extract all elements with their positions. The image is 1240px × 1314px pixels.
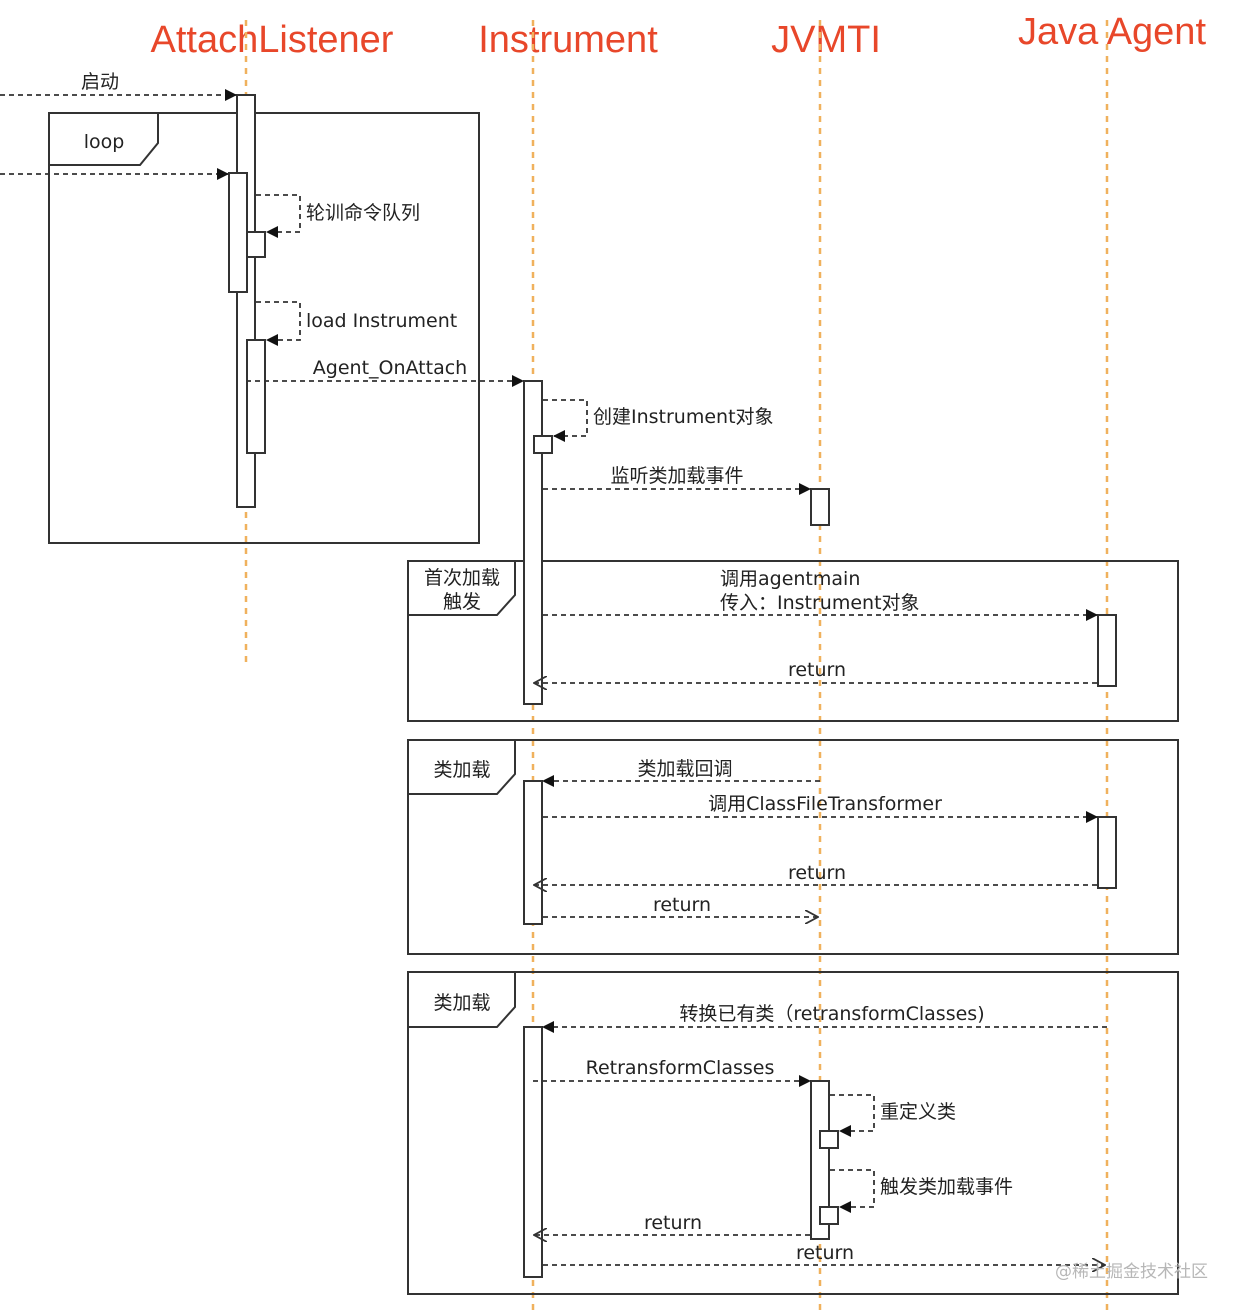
- message-call-transformer-label: 调用ClassFileTransformer: [708, 793, 942, 815]
- message-start-label: 启动: [81, 71, 119, 93]
- activation-instrument-callback: [523, 780, 543, 925]
- frame-class-load-2-label: 类加载: [433, 992, 490, 1014]
- message-poll-queue-label: 轮训命令队列: [306, 202, 420, 224]
- participant-java-agent: Java Agent: [1018, 11, 1206, 53]
- participant-instrument: Instrument: [478, 19, 658, 61]
- message-return-5: return: [543, 1242, 1105, 1265]
- message-return-4: return: [534, 1212, 810, 1235]
- message-redefine-class: 重定义类: [830, 1094, 956, 1137]
- message-retransform-classes-label: RetransformClasses: [586, 1057, 775, 1079]
- frame-class-load-1-label: 类加载: [433, 759, 490, 781]
- participant-jvmti: JVMTI: [771, 19, 881, 61]
- frame-first-load-label-2: 触发: [443, 591, 481, 613]
- frame-loop-label: loop: [84, 131, 125, 153]
- message-create-instrument: 创建Instrument对象: [543, 399, 774, 442]
- message-return-5-label: return: [796, 1242, 854, 1264]
- message-class-load-callback: 类加载回调: [542, 758, 820, 787]
- message-call-agentmain-label-2: 传入：Instrument对象: [720, 592, 920, 614]
- message-return-1: return: [534, 659, 1097, 683]
- message-call-agentmain: 调用agentmain 传入：Instrument对象: [543, 568, 1098, 621]
- frame-first-load: 首次加载 触发: [407, 560, 1179, 722]
- message-return-3: return: [543, 894, 818, 917]
- message-call-agentmain-label-1: 调用agentmain: [720, 568, 860, 590]
- message-return-1-label: return: [788, 659, 846, 681]
- message-trigger-class-load: 触发类加载事件: [830, 1169, 1013, 1213]
- frame-class-load-2: 类加载: [407, 971, 1179, 1295]
- activation-jvmti-redefine: [819, 1130, 839, 1149]
- frame-loop: loop: [48, 112, 480, 544]
- message-trigger-class-load-label: 触发类加载事件: [880, 1176, 1013, 1198]
- message-return-2-label: return: [788, 862, 846, 884]
- activation-agent-agentmain: [1097, 614, 1117, 687]
- frame-first-load-label-1: 首次加载: [424, 567, 500, 589]
- participant-attachlistener: AttachListener: [151, 19, 394, 61]
- activation-attachlistener-poll: [246, 231, 266, 258]
- message-start: 启动: [0, 71, 237, 101]
- message-load-instrument: load Instrument: [256, 301, 457, 346]
- activation-jvmti-retransform: [810, 1080, 830, 1240]
- activation-jvmti-trigger: [819, 1206, 839, 1225]
- message-return-3-label: return: [653, 894, 711, 916]
- message-return-4-label: return: [644, 1212, 702, 1234]
- activation-instrument-create: [533, 435, 553, 454]
- activation-instrument-retransform: [523, 1026, 543, 1278]
- frame-class-load-1: 类加载: [407, 739, 1179, 955]
- activation-jvmti-listen: [810, 488, 830, 526]
- activation-instrument-main: [523, 380, 543, 705]
- message-return-2: return: [534, 862, 1097, 885]
- message-retransform-existing-label: 转换已有类（retransformClasses): [679, 1003, 984, 1025]
- message-agent-onattach-label: Agent_OnAttach: [313, 357, 467, 379]
- message-listen-class-load-label: 监听类加载事件: [610, 465, 743, 487]
- message-create-instrument-label: 创建Instrument对象: [593, 406, 774, 428]
- message-call-transformer: 调用ClassFileTransformer: [543, 793, 1098, 823]
- watermark: @稀土掘金技术社区: [1055, 1262, 1208, 1282]
- activation-attachlistener-load: [246, 339, 266, 454]
- message-retransform-existing: 转换已有类（retransformClasses): [542, 1003, 1107, 1033]
- activation-attachlistener-loop: [228, 172, 248, 293]
- message-listen-class-load: 监听类加载事件: [543, 465, 811, 495]
- message-load-instrument-label: load Instrument: [306, 310, 457, 332]
- message-redefine-class-label: 重定义类: [880, 1101, 956, 1123]
- message-class-load-callback-label: 类加载回调: [637, 758, 732, 780]
- message-agent-onattach: Agent_OnAttach: [246, 357, 524, 387]
- activation-agent-transformer: [1097, 816, 1117, 889]
- message-retransform-classes: RetransformClasses: [533, 1057, 811, 1087]
- message-poll-queue: 轮训命令队列: [256, 194, 420, 238]
